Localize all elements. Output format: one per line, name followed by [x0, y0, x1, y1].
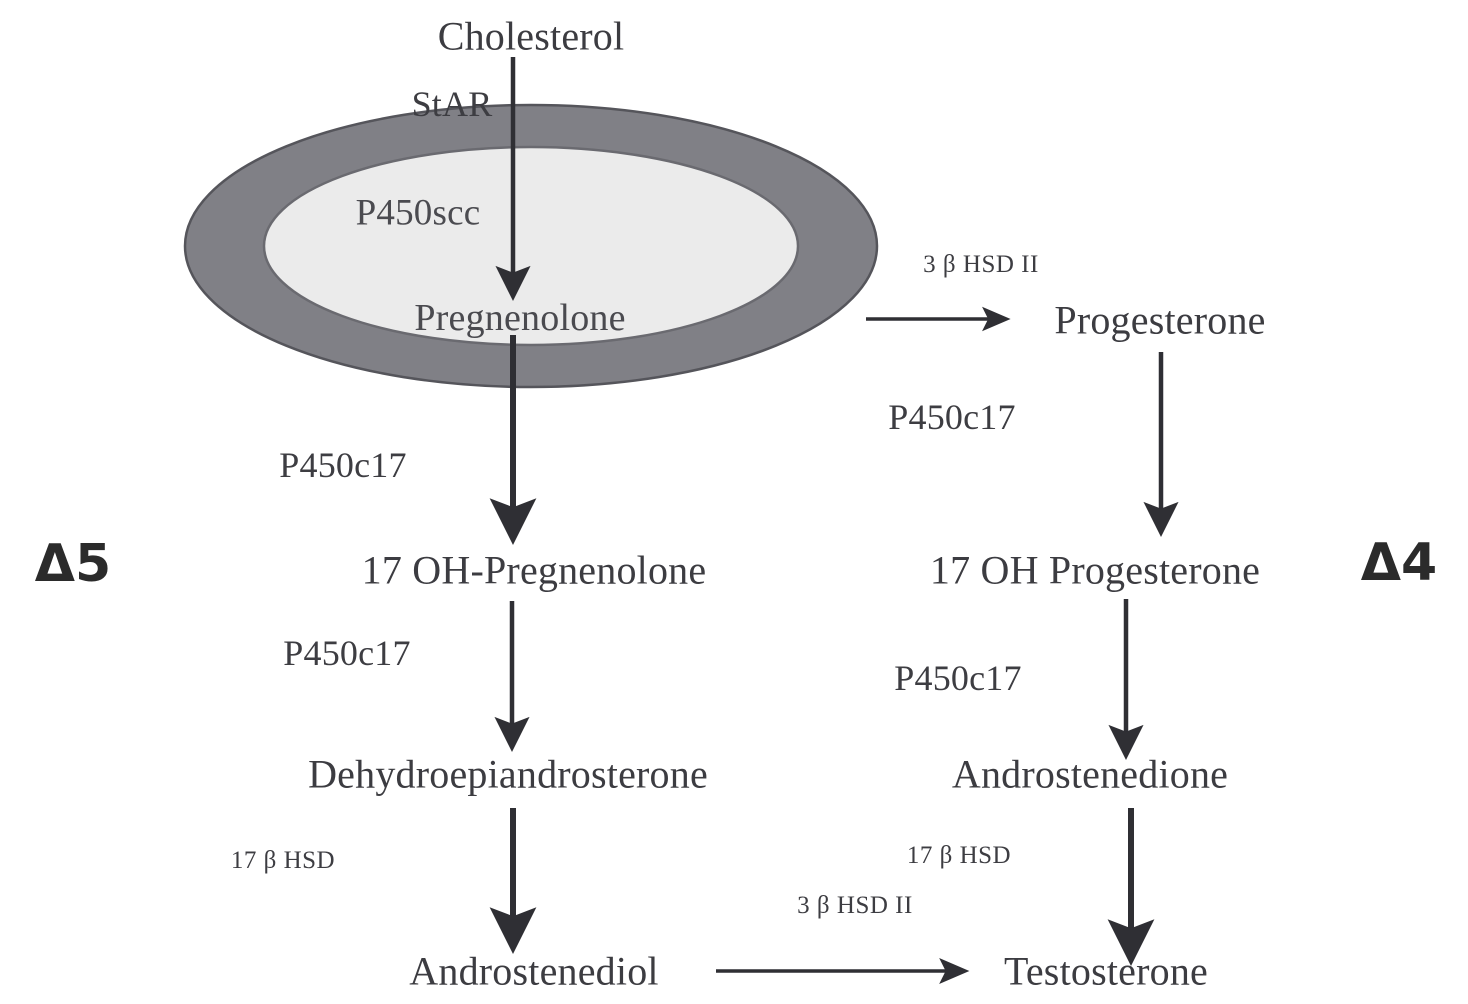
- metabolite-17oh-progesterone: 17 OH Progesterone: [929, 547, 1261, 593]
- metabolite-androstenediol: Androstenediol: [409, 948, 659, 994]
- pathway-label-delta5: Δ5: [34, 534, 112, 594]
- metabolite-pregnenolone: Pregnenolone: [414, 297, 626, 339]
- metabolite-androstenedione: Androstenedione: [951, 751, 1229, 797]
- enzyme-3bhsd2-androstenediol-testosterone: 3 β HSD II: [797, 892, 913, 919]
- enzyme-p450c17-pregnenolone-17oh: P450c17: [279, 445, 407, 485]
- pathway-label-delta4: Δ4: [1360, 533, 1438, 593]
- enzyme-17bhsd-androstenedione-testosterone: 17 β HSD: [906, 842, 1012, 869]
- enzyme-p450c17-17oh-pregnenolone-dhea: P450c17: [283, 633, 411, 673]
- enzyme-17bhsd-dhea-androstenediol: 17 β HSD: [230, 847, 336, 874]
- metabolite-17oh-pregnenolone: 17 OH-Pregnenolone: [361, 547, 707, 593]
- enzyme-p450c17-17oh-progesterone-androstenedione: P450c17: [894, 658, 1022, 698]
- enzyme-star: StAR: [411, 84, 493, 124]
- metabolite-dehydroepiandrosterone: Dehydroepiandrosterone: [308, 751, 708, 797]
- mitochondrion-inner-matrix: [262, 145, 800, 347]
- metabolite-testosterone: Testosterone: [1004, 948, 1208, 994]
- enzyme-p450c17-progesterone-17oh: P450c17: [888, 397, 1016, 437]
- metabolite-progesterone: Progesterone: [1054, 297, 1266, 343]
- enzyme-3bhsd2-pregnenolone-progesterone: 3 β HSD II: [923, 251, 1039, 278]
- metabolite-cholesterol: Cholesterol: [437, 13, 625, 59]
- enzyme-p450scc: P450scc: [355, 192, 481, 234]
